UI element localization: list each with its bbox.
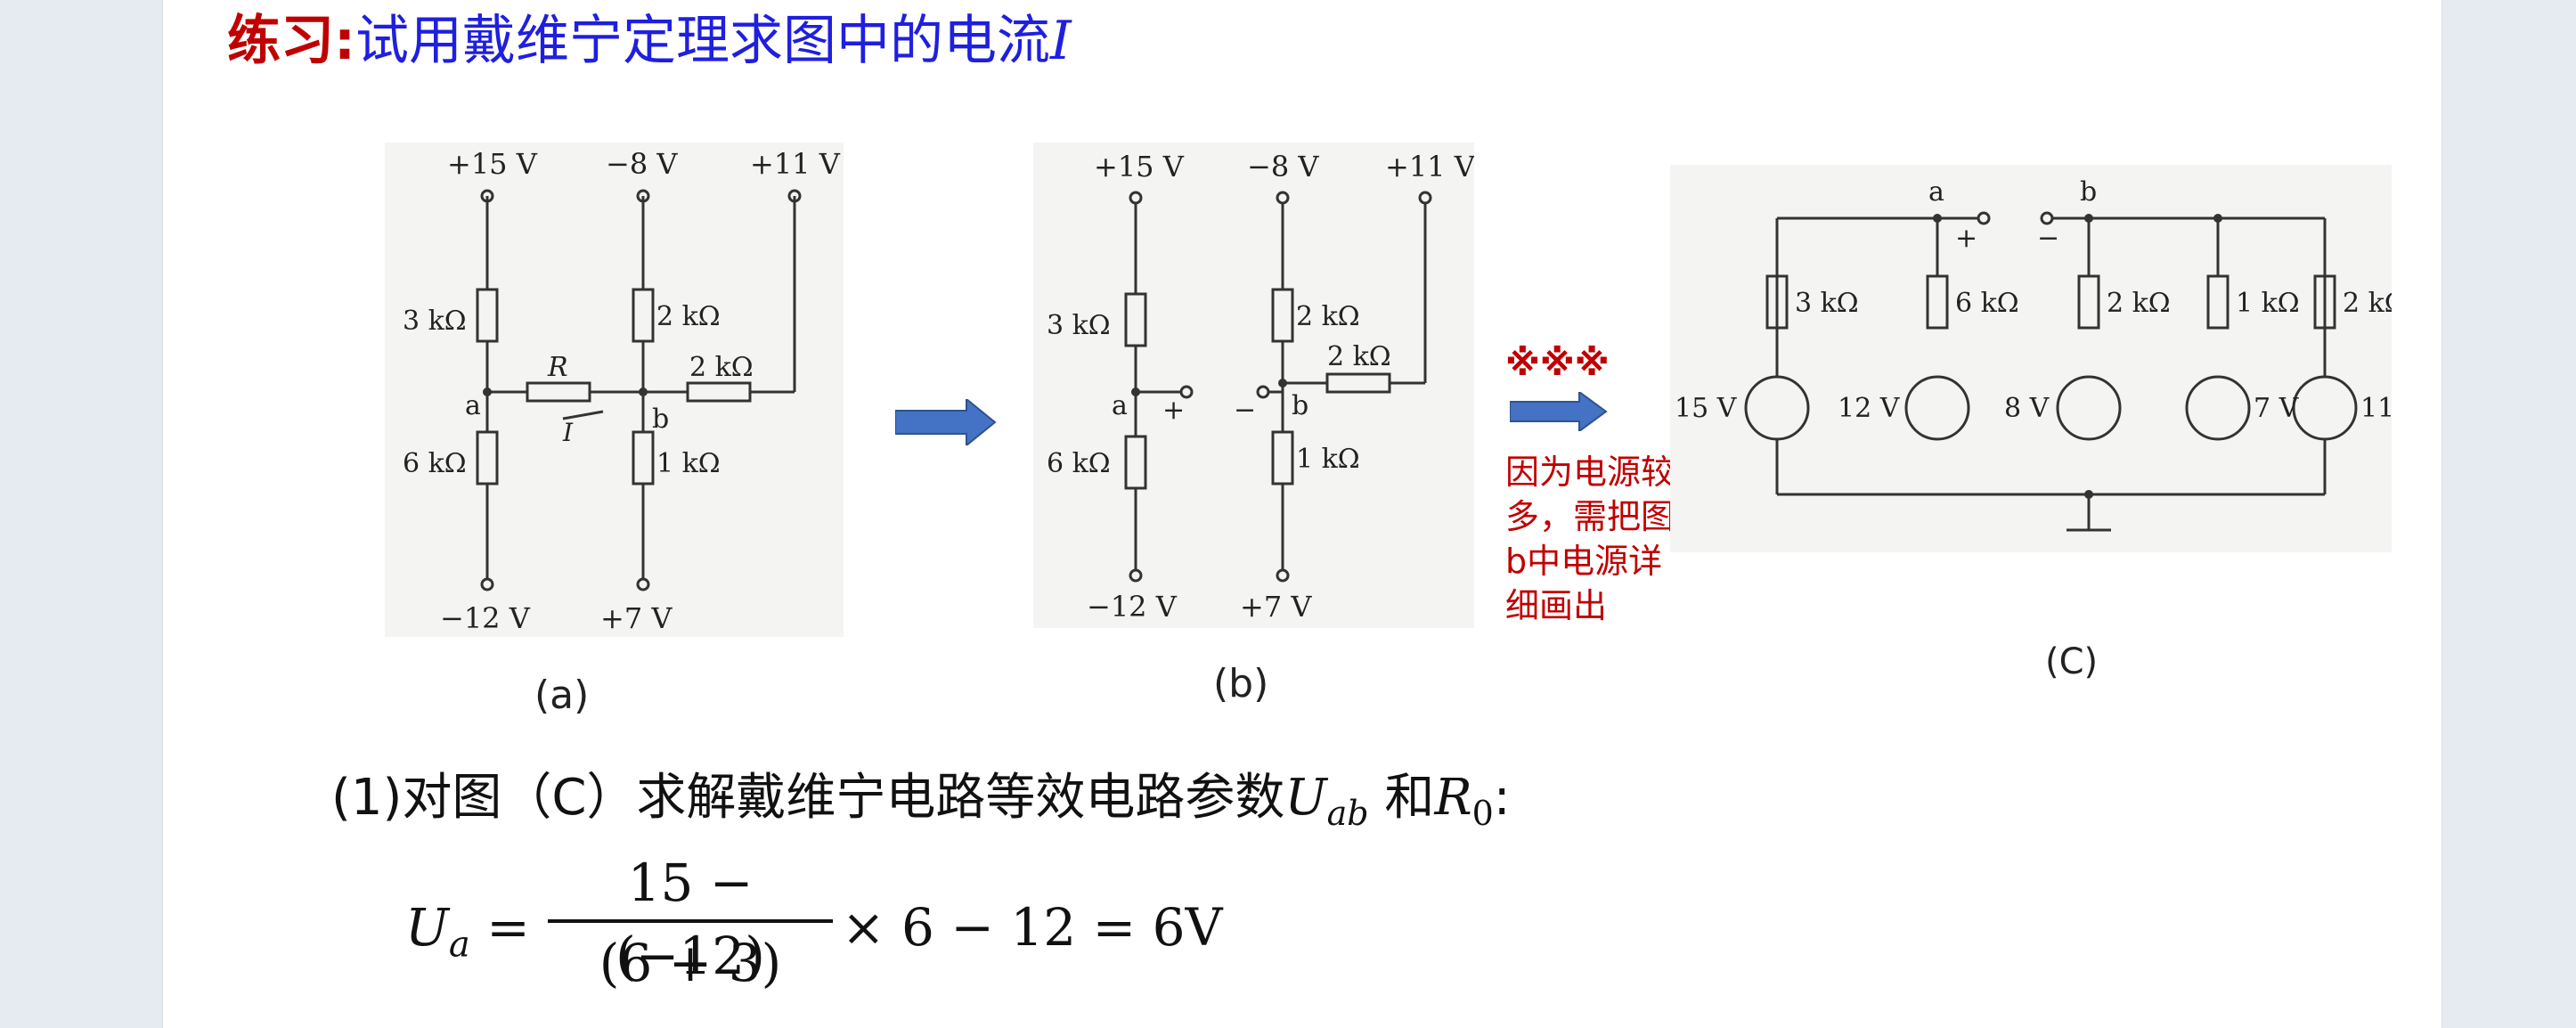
step-body: (1)对图（C）求解戴维宁电路等效电路参数 (331, 769, 1285, 827)
caption-a: (a) (534, 673, 590, 718)
fraction-bar (548, 919, 833, 923)
fig-a-r5: 1 kΩ (656, 448, 721, 479)
figure-c: a b + − 3 kΩ 6 kΩ 2 kΩ 1 kΩ 2 kΩ 15 V 12… (1670, 165, 2392, 552)
equation-fraction: 15 − (−12) (6 + 3) (548, 846, 833, 999)
title-text: 试用戴维宁定理求图中的电流 (355, 10, 1050, 72)
fig-b-r1: 3 kΩ (1047, 310, 1111, 341)
fig-a-node-b: b (652, 404, 669, 435)
figure-a: +15 V −8 V +11 V 3 kΩ 2 kΩ R 2 kΩ a b I … (385, 143, 844, 637)
fig-a-v2: −8 V (606, 147, 678, 181)
fig-b-v2: −8 V (1247, 150, 1319, 184)
fig-c-r5: 2 kΩ (2343, 288, 2392, 319)
fig-a-v3: +11 V (750, 147, 841, 181)
eq-rhs: × 6 − 12 = 6V (842, 897, 1223, 958)
caption-c: (C) (2045, 641, 2099, 682)
caption-b: (b) (1213, 661, 1269, 706)
arrow-right-small-icon (1510, 392, 1608, 431)
fig-a-r1: 3 kΩ (403, 306, 467, 337)
eq-lhs-var: U (405, 897, 449, 958)
step-u-var: U (1284, 769, 1327, 827)
fig-b-v3: +11 V (1385, 150, 1474, 184)
fig-a-r3: 2 kΩ (689, 352, 754, 383)
fig-a-v1: +15 V (447, 147, 538, 181)
fig-c-r3: 2 kΩ (2107, 288, 2171, 319)
slide-title: 练习:试用戴维宁定理求图中的电流I (227, 5, 1072, 77)
fig-a-v4: −12 V (440, 601, 531, 635)
step-u-sub: ab (1326, 794, 1369, 834)
fig-b-v4: −12 V (1087, 590, 1178, 624)
fig-c-s1: 15 V (1675, 393, 1738, 424)
step-r-sub: 0 (1471, 794, 1494, 834)
fig-c-r1: 3 kΩ (1795, 288, 1859, 319)
fig-a-node-a: a (465, 390, 481, 421)
fig-c-plus-a: + (1955, 223, 1977, 254)
figure-b: +15 V −8 V +11 V 3 kΩ 2 kΩ 2 kΩ a + − b … (1033, 143, 1474, 628)
fig-c-minus-b: − (2037, 223, 2059, 254)
fig-a-cur: I (562, 418, 574, 447)
title-lead: 练习: (227, 10, 355, 72)
fig-b-r5: 1 kΩ (1296, 444, 1360, 475)
step-and: 和 (1368, 769, 1435, 827)
eq-denominator: (6 + 3) (599, 933, 782, 993)
step-r-var: R (1434, 769, 1472, 827)
step-text: (1)对图（C）求解戴维宁电路等效电路参数Uab 和R0: (331, 757, 1511, 833)
fig-b-v1: +15 V (1094, 150, 1185, 184)
fig-b-plus: + (1162, 395, 1185, 426)
fig-b-r3: 2 kΩ (1327, 341, 1391, 372)
note-text: 因为电源较多，需把图b中电源详细画出 (1505, 453, 1675, 625)
fig-c-node-a: a (1928, 176, 1944, 208)
fig-a-v5: +7 V (600, 601, 673, 635)
fig-c-s3: 8 V (2004, 393, 2050, 424)
fig-b-minus: − (1234, 395, 1256, 426)
eq-equals: = (486, 897, 530, 958)
fig-b-node-a: a (1112, 390, 1128, 421)
title-var: I (1050, 10, 1072, 72)
fig-b-r4: 6 kΩ (1047, 448, 1111, 479)
attention-marks: ※※※ (1505, 343, 1610, 384)
equation-lhs: Ua = (405, 897, 530, 966)
fig-b-r2: 2 kΩ (1296, 301, 1360, 332)
fig-c-s2: 12 V (1838, 393, 1901, 424)
fig-c-node-b: b (2080, 176, 2097, 208)
step-tail: : (1493, 769, 1511, 827)
fig-c-s4: 7 V (2254, 393, 2300, 424)
fig-c-r2: 6 kΩ (1955, 288, 2019, 319)
fig-b-v5: +7 V (1240, 590, 1312, 624)
eq-numerator: 15 − (−12) (615, 853, 765, 986)
fig-c-s5: 11 V (2360, 393, 2392, 424)
fig-a-rR: R (547, 352, 568, 383)
fig-a-r2: 2 kΩ (656, 301, 721, 332)
fig-c-r4: 1 kΩ (2236, 288, 2300, 319)
fig-b-node-b: b (1292, 390, 1308, 421)
arrow-right-icon (895, 399, 997, 445)
fig-a-r4: 6 kΩ (403, 448, 467, 479)
eq-lhs-sub: a (448, 924, 470, 966)
